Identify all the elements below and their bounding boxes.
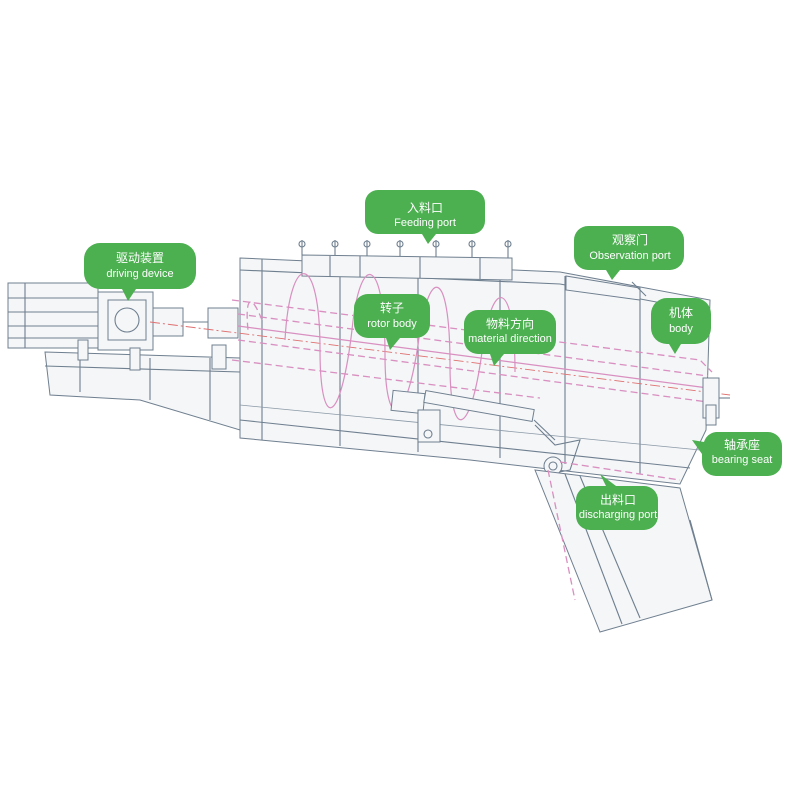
driving-device-label-en: driving device	[106, 268, 173, 280]
callout-discharging-port: 出料口 discharging port	[576, 474, 658, 530]
bearing-seat-label-zh: 轴承座	[724, 437, 760, 452]
material-direction-label-en: material direction	[468, 333, 552, 345]
material-direction-label-zh: 物料方向	[486, 316, 534, 331]
discharging-port-label-en: discharging port	[579, 509, 657, 521]
base-frame	[44, 351, 241, 431]
observation-port-label-zh: 观察门	[612, 232, 648, 247]
callout-rotor-body: 转子 rotor body	[354, 294, 430, 350]
discharge-gate-actuator	[390, 389, 581, 476]
rotor-body-label-zh: 转子	[380, 300, 404, 315]
callout-bubble	[365, 190, 485, 244]
callout-tail	[600, 474, 616, 486]
callout-bubble	[692, 432, 782, 476]
observation-port-label-en: Observation port	[589, 250, 670, 262]
rotor-body-label-en: rotor body	[367, 318, 417, 330]
callout-body: 机体 body	[651, 298, 711, 354]
callout-bubble	[574, 226, 684, 280]
callout-bubble	[354, 294, 430, 350]
driving-device-label-zh: 驱动装置	[116, 251, 164, 265]
body-label-en: body	[669, 323, 693, 335]
body-label-zh: 机体	[669, 306, 693, 320]
feeding-port-label-zh: 入料口	[407, 201, 443, 215]
bearing-seat-label-en: bearing seat	[712, 454, 773, 466]
callout-bubble	[651, 298, 711, 354]
motor	[7, 282, 239, 371]
callout-bubble	[576, 486, 658, 530]
callout-bubble	[84, 243, 196, 301]
callout-driving-device: 驱动装置 driving device	[84, 243, 196, 301]
callout-observation-port: 观察门 Observation port	[574, 226, 684, 280]
feeding-port-label-en: Feeding port	[394, 217, 456, 229]
feeding-port-hopper	[298, 240, 513, 281]
callout-bubble	[464, 310, 556, 366]
callout-feeding-port: 入料口 Feeding port	[365, 190, 485, 244]
bearing-seat	[702, 377, 730, 426]
callout-bearing-seat: 轴承座 bearing seat	[692, 432, 782, 476]
callout-material-direction: 物料方向 material direction	[464, 310, 556, 366]
observation-port-door	[565, 275, 647, 301]
discharging-port-label-zh: 出料口	[600, 493, 636, 507]
